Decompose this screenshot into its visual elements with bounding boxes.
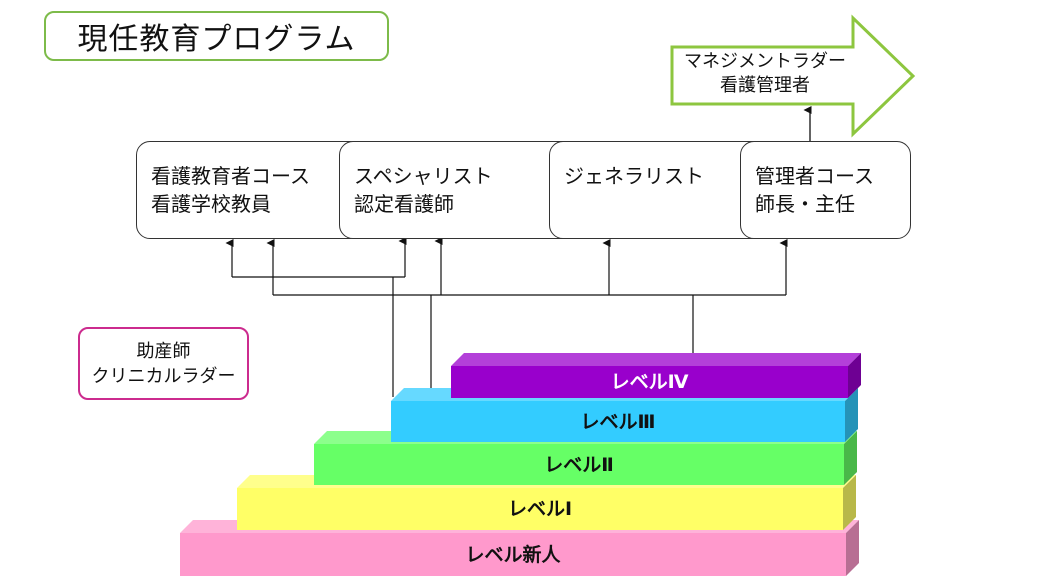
- level-label: レベルⅠ: [507, 498, 573, 520]
- level-block-front: [314, 444, 844, 485]
- level-label: レベルⅢ: [580, 410, 656, 433]
- specialist-course-line-1: スペシャリスト: [354, 164, 493, 188]
- level-label: レベル新人: [465, 543, 561, 566]
- page-title-text: 現任教育プログラム: [77, 22, 356, 57]
- midwife-ladder-line-1: 助産師: [136, 340, 191, 362]
- management-ladder-line-1: マネジメントラダー: [684, 51, 846, 72]
- level-block-side: [848, 353, 861, 398]
- educator-course-box: 看護教育者コース 看護学校教員: [136, 141, 364, 239]
- manager-course-box: 管理者コース 師長・主任: [740, 141, 911, 239]
- level-block-front: [451, 366, 848, 398]
- management-ladder-line-2: 看護管理者: [720, 75, 810, 96]
- level-blocks: [180, 353, 861, 576]
- level-block-side: [845, 388, 858, 442]
- midwife-clinical-ladder-box: 助産師 クリニカルラダー: [78, 327, 249, 400]
- level-block-side: [846, 520, 859, 576]
- educator-course-line-1: 看護教育者コース: [151, 164, 310, 188]
- level-block-front: [391, 401, 845, 442]
- manager-course-line-1: 管理者コース: [755, 164, 874, 188]
- midwife-ladder-line-2: クリニカルラダー: [91, 365, 236, 387]
- management-ladder-arrow: [670, 14, 916, 138]
- level-label: レベルⅡ: [544, 453, 614, 476]
- page-title: 現任教育プログラム: [44, 11, 389, 61]
- level-block-side: [843, 475, 856, 530]
- manager-course-line-2: 師長・主任: [755, 192, 855, 216]
- generalist-course-box: ジェネラリスト: [549, 141, 766, 239]
- specialist-course-box: スペシャリスト 認定看護師: [339, 141, 576, 239]
- educator-course-line-2: 看護学校教員: [151, 192, 271, 216]
- level-block-side: [844, 431, 857, 485]
- generalist-course-line-1: ジェネラリスト: [564, 164, 704, 188]
- level-label: レベルⅣ: [610, 371, 689, 393]
- level-block-top: [451, 353, 861, 366]
- level-block-front: [237, 488, 843, 530]
- level-block-front: [180, 533, 846, 576]
- specialist-course-line-2: 認定看護師: [354, 192, 454, 216]
- management-ladder-label: マネジメントラダー 看護管理者: [680, 50, 850, 98]
